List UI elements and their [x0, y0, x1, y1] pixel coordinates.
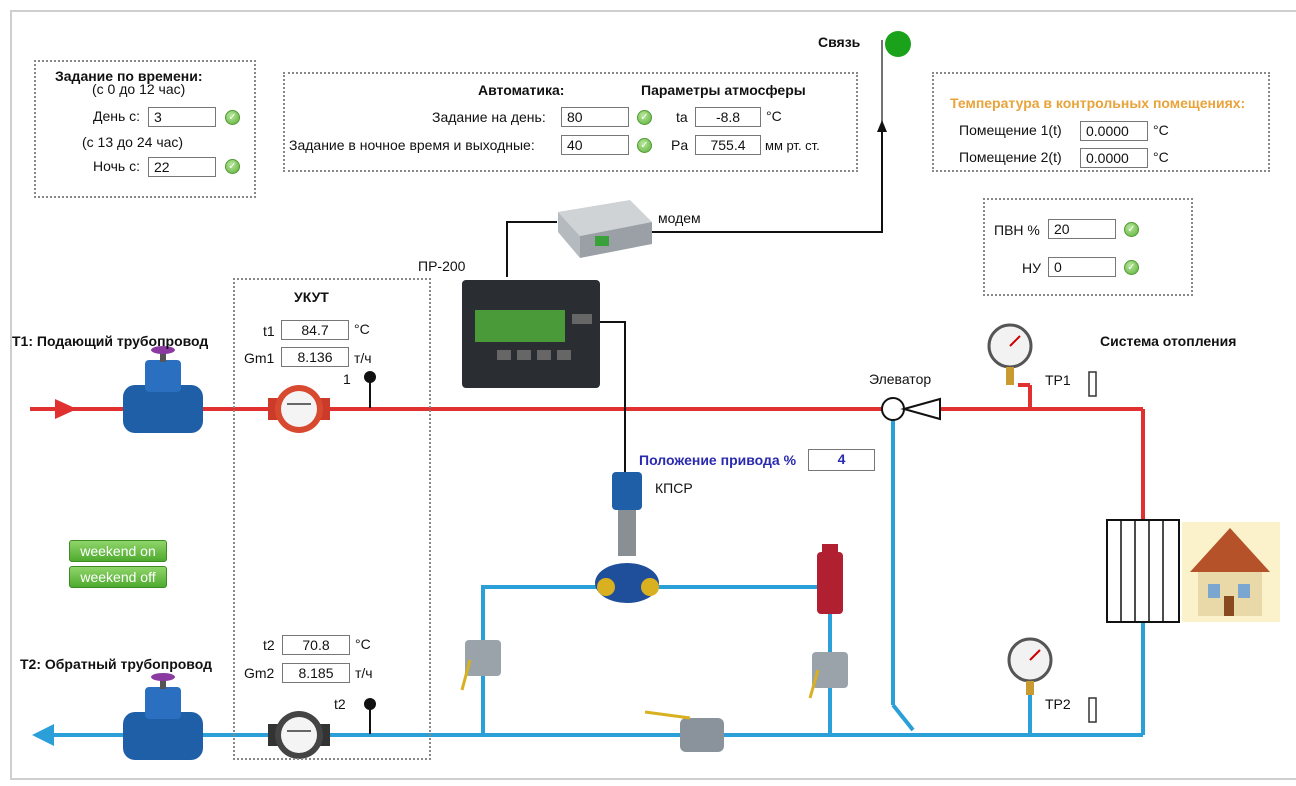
- return-arrow-icon: [32, 724, 54, 746]
- return-pipe-label: T2: Обратный трубопровод: [20, 656, 212, 672]
- link-label: Связь: [818, 34, 861, 50]
- thermowell-tp1-icon: [1088, 371, 1097, 397]
- gm2-label: Gm2: [244, 665, 275, 681]
- heating-system-label: Система отопления: [1100, 333, 1237, 349]
- ukut-title: УКУТ: [294, 289, 329, 305]
- room1-label: Помещение 1(t): [959, 122, 1062, 138]
- sensor1-label: 1: [343, 371, 351, 387]
- gm1-unit: т/ч: [354, 350, 372, 366]
- night-hint: (с 13 до 24 час): [82, 134, 184, 150]
- night-confirm-icon[interactable]: ✓: [225, 159, 240, 174]
- day-input[interactable]: 3: [148, 107, 216, 127]
- t1-unit: °C: [354, 321, 370, 337]
- link-status-icon: [885, 31, 911, 57]
- ta-unit: °C: [766, 108, 782, 124]
- room1-value: 0.0000: [1080, 121, 1148, 141]
- modem-label: модем: [658, 210, 701, 226]
- radiator-icon: [1106, 519, 1180, 623]
- t1-value: 84.7: [281, 320, 349, 340]
- return-gate-valve-icon: [123, 673, 203, 760]
- room2-unit: °C: [1153, 149, 1169, 165]
- night-task-input[interactable]: 40: [561, 135, 629, 155]
- filter-icon: [817, 544, 843, 614]
- t2-unit: °C: [355, 636, 371, 652]
- kpsr-label: КПСР: [655, 480, 693, 496]
- pvn-confirm-icon[interactable]: ✓: [1124, 222, 1139, 237]
- nu-input[interactable]: 0: [1048, 257, 1116, 277]
- supply-arrow-icon: [55, 399, 77, 419]
- rooms-panel: [932, 72, 1270, 172]
- modem-icon: [558, 200, 652, 258]
- night-task-confirm-icon[interactable]: ✓: [637, 138, 652, 153]
- house-icon: [1182, 522, 1280, 622]
- time-task-title: Задание по времени:: [55, 68, 203, 84]
- time-task-panel: [34, 60, 256, 198]
- thermowell-tp2-icon: [1088, 697, 1097, 723]
- weekend-on-button[interactable]: weekend on: [69, 540, 167, 562]
- day-confirm-icon[interactable]: ✓: [225, 110, 240, 125]
- t2-label: t2: [263, 637, 275, 653]
- day-label: День с:: [93, 108, 141, 124]
- supply-gate-valve-icon: [123, 346, 203, 433]
- flow-meter-1-icon: [268, 385, 330, 433]
- day-task-confirm-icon[interactable]: ✓: [637, 110, 652, 125]
- drive-position-value: 4: [808, 449, 875, 471]
- gm2-value: 8.185: [282, 663, 350, 683]
- weekend-off-button[interactable]: weekend off: [69, 566, 167, 588]
- automation-panel: [283, 72, 858, 172]
- pvn-input[interactable]: 20: [1048, 219, 1116, 239]
- pressure-gauge-2-icon: [1007, 637, 1053, 695]
- gm1-value: 8.136: [281, 347, 349, 367]
- gm1-label: Gm1: [244, 350, 275, 366]
- night-input[interactable]: 22: [148, 157, 216, 177]
- rooms-title: Температура в контрольных помещениях:: [950, 95, 1246, 111]
- sensor2-label: t2: [334, 696, 346, 712]
- controller-label: ПР-200: [418, 258, 466, 274]
- gm2-unit: т/ч: [355, 665, 373, 681]
- night-label: Ночь с:: [93, 158, 140, 174]
- nu-confirm-icon[interactable]: ✓: [1124, 260, 1139, 275]
- pa-value: 755.4: [695, 135, 761, 155]
- ball-valve-2-icon: [808, 652, 848, 699]
- temp-sensor-1-icon: [364, 371, 376, 383]
- ball-valve-1-icon: [460, 640, 501, 691]
- ta-value: -8.8: [695, 107, 761, 127]
- pressure-gauge-1-icon: [987, 323, 1033, 385]
- flow-meter-2-icon: [268, 711, 330, 759]
- tp1-label: ТР1: [1045, 372, 1071, 388]
- pvn-label: ПВН %: [994, 222, 1040, 238]
- nu-label: НУ: [1022, 260, 1042, 276]
- day-task-label: Задание на день:: [432, 109, 546, 125]
- day-hint: (с 0 до 12 час): [92, 81, 186, 97]
- elevator-icon: [881, 397, 941, 421]
- ta-label: ta: [676, 109, 688, 125]
- t2-value: 70.8: [282, 635, 350, 655]
- room2-label: Помещение 2(t): [959, 149, 1062, 165]
- night-task-label: Задание в ночное время и выходные:: [289, 137, 535, 153]
- automation-title: Автоматика:: [478, 82, 565, 98]
- scheme-frame: [10, 10, 1296, 780]
- room2-value: 0.0000: [1080, 148, 1148, 168]
- ball-valve-3-icon: [644, 710, 724, 752]
- drive-position-label: Положение привода %: [639, 452, 797, 468]
- atmosphere-title: Параметры атмосферы: [641, 82, 806, 98]
- t1-label: t1: [263, 323, 275, 339]
- tp2-label: ТР2: [1045, 696, 1071, 712]
- pvn-panel: [983, 198, 1193, 296]
- pa-unit: мм рт. ст.: [765, 138, 820, 153]
- control-valve-kpsr-icon: [595, 472, 659, 603]
- room1-unit: °C: [1153, 122, 1169, 138]
- temp-sensor-2-icon: [364, 698, 376, 710]
- pa-label: Pa: [671, 137, 689, 153]
- elevator-label: Элеватор: [869, 371, 932, 387]
- day-task-input[interactable]: 80: [561, 107, 629, 127]
- controller-pr200-icon: [462, 280, 600, 388]
- supply-pipe-label: T1: Подающий трубопровод: [12, 333, 209, 349]
- ukut-panel: [233, 278, 431, 760]
